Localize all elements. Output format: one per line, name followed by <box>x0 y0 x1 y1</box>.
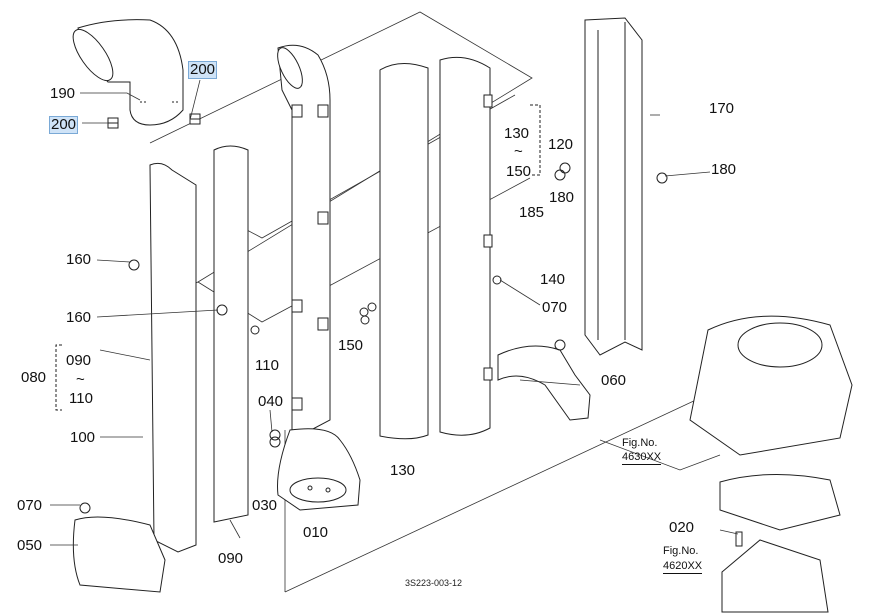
channel-170 <box>584 17 643 356</box>
range-tilde-130: ~ <box>514 143 523 160</box>
part-label-070-right[interactable]: 070 <box>542 299 568 316</box>
part-label-190[interactable]: 190 <box>50 85 76 102</box>
part-label-090-range[interactable]: 090 <box>66 352 92 369</box>
base-cover-050 <box>72 516 166 593</box>
part-label-130-range[interactable]: 130 <box>504 125 530 142</box>
range-tilde-080: ~ <box>76 371 85 388</box>
fig-ref-number-4630[interactable]: 4630XX <box>622 451 662 465</box>
fig-ref-number-4620[interactable]: 4620XX <box>663 560 703 574</box>
part-label-180-right[interactable]: 180 <box>711 161 737 178</box>
fig-ref-label-2: Fig.No. <box>663 545 699 557</box>
part-label-030[interactable]: 030 <box>252 497 278 514</box>
part-label-185[interactable]: 185 <box>519 204 545 221</box>
drawing-code: 3S223-003-12 <box>405 578 463 588</box>
washers-150 <box>79 162 668 514</box>
part-label-200-top[interactable]: 200 <box>187 61 218 79</box>
part-label-080[interactable]: 080 <box>21 369 47 386</box>
part-label-070-left[interactable]: 070 <box>17 497 43 514</box>
part-label-090[interactable]: 090 <box>218 550 244 567</box>
part-label-170[interactable]: 170 <box>709 100 735 117</box>
part-label-160-lower[interactable]: 160 <box>66 309 92 326</box>
part-label-010[interactable]: 010 <box>303 524 329 541</box>
part-label-150[interactable]: 150 <box>338 337 364 354</box>
part-label-150-range[interactable]: 150 <box>506 163 532 180</box>
part-label-100[interactable]: 100 <box>70 429 96 446</box>
part-label-060[interactable]: 060 <box>601 372 627 389</box>
base-stand <box>277 428 361 511</box>
part-label-110[interactable]: 110 <box>255 357 279 374</box>
left-cover-panel <box>149 145 249 553</box>
part-label-020[interactable]: 020 <box>669 519 695 536</box>
bracket-080 <box>55 104 541 411</box>
leader-lines <box>50 79 739 546</box>
middle-pipe <box>277 44 331 441</box>
part-label-160-upper[interactable]: 160 <box>66 251 92 268</box>
part-label-040[interactable]: 040 <box>258 393 284 410</box>
bolt-200-b <box>107 117 119 129</box>
cover-060 <box>497 345 591 421</box>
part-label-140[interactable]: 140 <box>540 271 566 288</box>
part-label-110-range[interactable]: 110 <box>69 390 93 407</box>
fig-ref-label-1: Fig.No. <box>622 437 658 449</box>
part-label-120[interactable]: 120 <box>548 136 574 153</box>
elbow-pipe-left <box>72 19 184 126</box>
cover-pipe-130 <box>379 56 493 440</box>
pedestal-4630 <box>689 315 853 613</box>
part-label-200-left[interactable]: 200 <box>48 116 79 134</box>
part-label-180-left[interactable]: 180 <box>549 189 575 206</box>
part-label-050[interactable]: 050 <box>17 537 43 554</box>
part-label-130-bottom[interactable]: 130 <box>390 462 416 479</box>
